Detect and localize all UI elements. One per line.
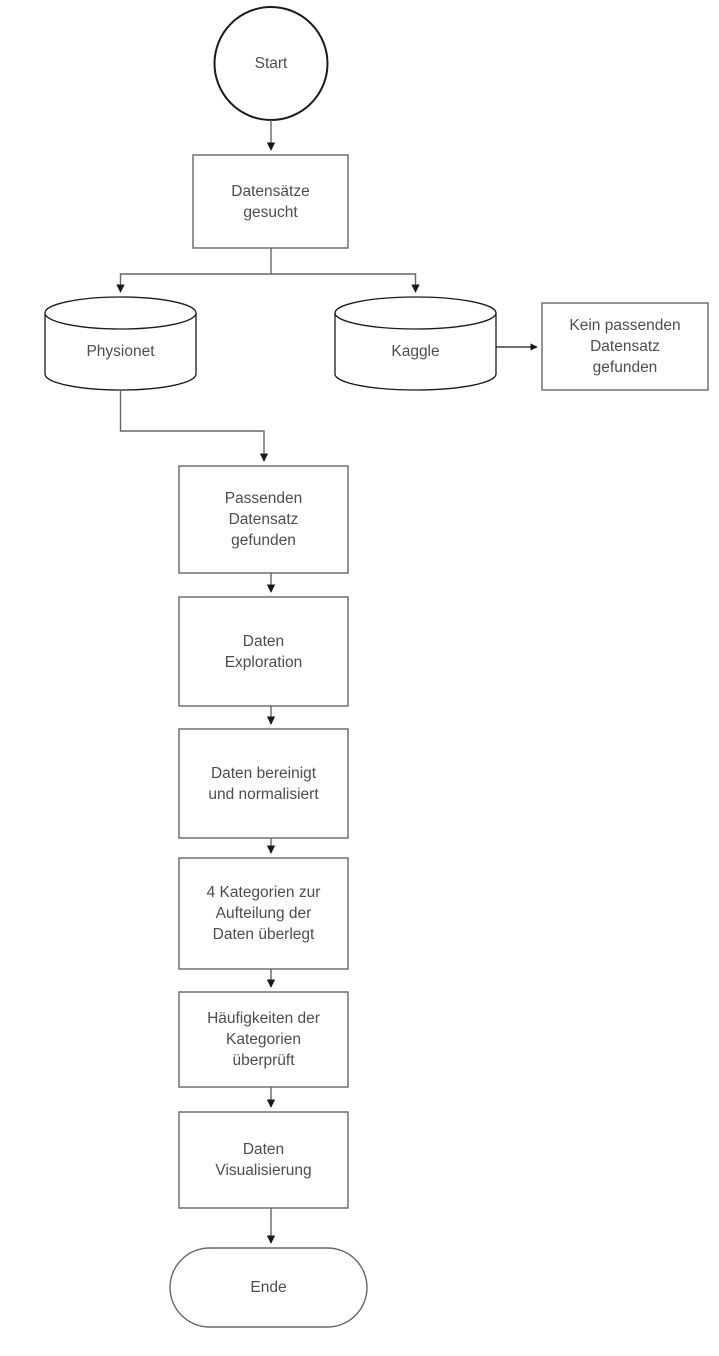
edge-physionet-to-passenden [119,390,269,462]
node-kaggle-shape[interactable] [334,296,497,391]
edge-datensaetze-to-physionet [116,248,272,293]
node-haeufigkeiten-shape[interactable] [178,991,349,1088]
node-ende-shape[interactable] [169,1247,368,1328]
node-passenden-shape[interactable] [178,465,349,574]
node-kein-passenden-shape[interactable] [541,302,709,391]
node-visualisierung-shape[interactable] [178,1111,349,1209]
node-kategorien-shape[interactable] [178,857,349,970]
node-start-shape[interactable] [213,6,329,121]
node-exploration-shape[interactable] [178,596,349,707]
node-bereinigt-shape[interactable] [178,728,349,839]
node-physionet-shape[interactable] [44,296,197,391]
edge-datensaetze-to-kaggle [271,273,420,293]
node-datensaetze-shape[interactable] [192,154,349,249]
